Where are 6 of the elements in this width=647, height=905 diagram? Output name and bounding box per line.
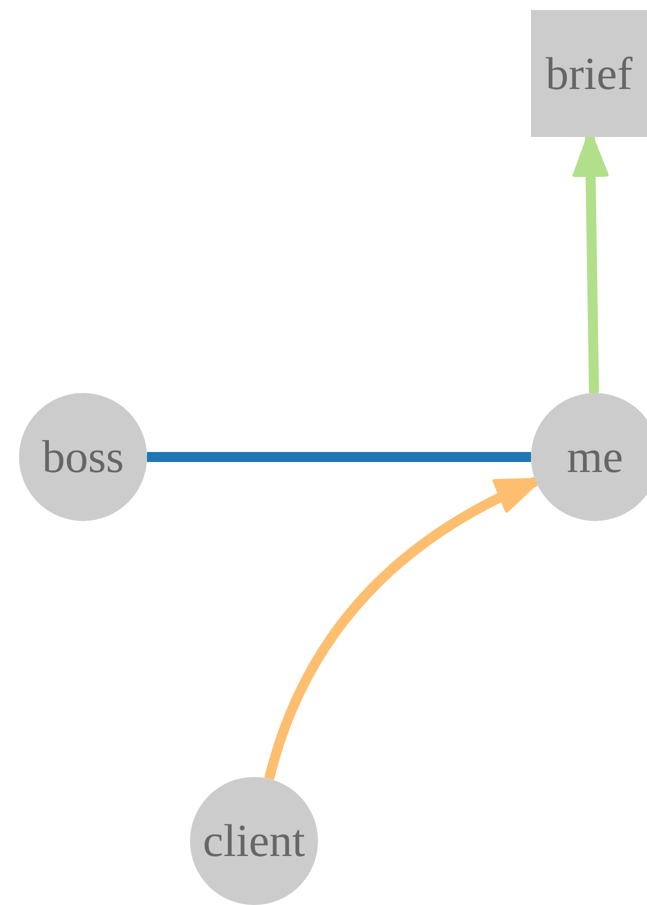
- connector-line: [147, 452, 531, 462]
- node-label: boss: [42, 434, 124, 480]
- label-box: [531, 10, 647, 137]
- node-label: client: [202, 818, 306, 864]
- node-label: me: [566, 434, 624, 480]
- node-label: brief: [546, 50, 632, 96]
